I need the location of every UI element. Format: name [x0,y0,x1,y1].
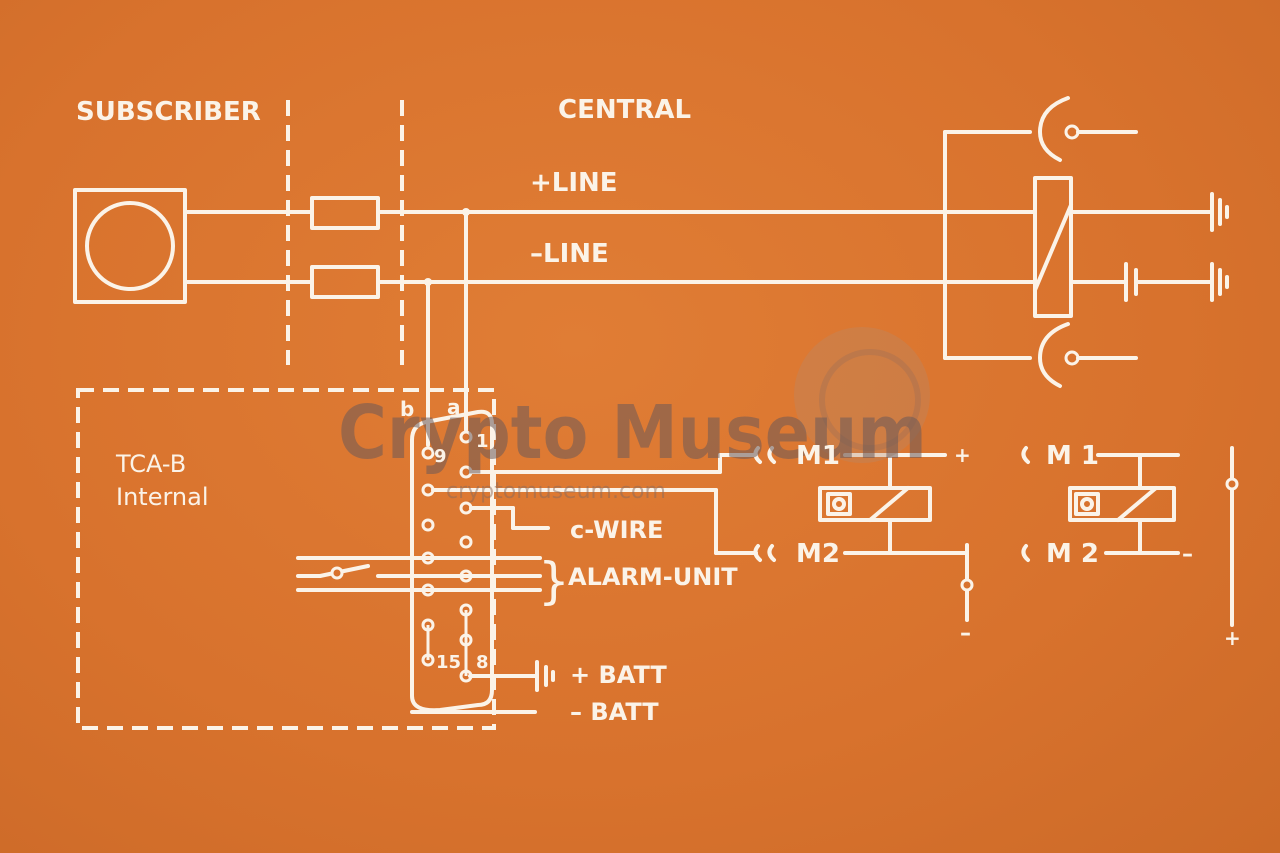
line-wires [183,208,1037,447]
wire-label-b: b [400,397,414,421]
central-relay [943,96,1212,388]
watermark-url: cryptomuseum.com [446,479,666,504]
label-subscriber: SUBSCRIBER [76,97,261,127]
watermark: Crypto Museum cryptomuseum.com [338,327,930,504]
connector-15pin [410,409,494,713]
label-central: CENTRAL [558,95,691,125]
label-plus-batt: + BATT [570,661,667,689]
pin-label-8: 8 [476,652,489,673]
label-plus-line: +LINE [530,168,618,198]
sign-minus-right: – [1182,542,1193,567]
connector-wiring [296,453,758,714]
pin-label-9: 9 [434,446,447,467]
label-alarm-unit: ALARM-UNIT [568,563,738,591]
ground-icon [1124,192,1229,302]
battery-icon [535,660,555,692]
label-m2-left: M2 [796,539,840,569]
pin-label-15: 15 [436,652,461,673]
wire-label-a: a [447,395,461,419]
boundary-lines [76,100,496,730]
label-m1-left: M1 [796,441,840,471]
label-tca-b: TCA-B [115,450,186,478]
label-minus-line: –LINE [530,239,609,269]
sign-plus-left: + [954,443,971,467]
label-internal: Internal [116,483,209,511]
watermark-title: Crypto Museum [338,390,927,476]
label-c-wire: c-WIRE [570,516,663,544]
sign-plus-right: + [1224,626,1241,650]
pin-label-1: 1 [476,431,489,452]
sign-minus-left: – [960,621,971,646]
label-m2-right: M 2 [1046,539,1099,569]
telephone-icon [73,188,187,304]
line-resistors [310,196,380,299]
label-minus-batt: – BATT [570,698,659,726]
relay-right [1021,446,1239,627]
relay-left [753,446,974,622]
labels: SUBSCRIBER CENTRAL +LINE –LINE TCA-B Int… [76,95,1241,726]
label-m1-right: M 1 [1046,441,1099,471]
alarm-brace: } [538,552,570,610]
